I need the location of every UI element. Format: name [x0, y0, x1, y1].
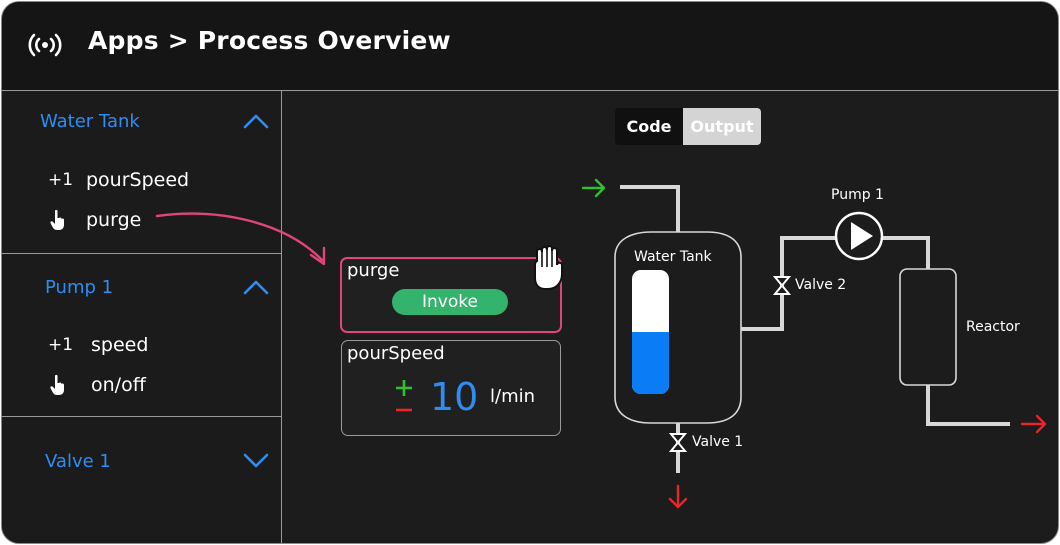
increment-indicator: +1 — [48, 170, 74, 190]
pointer-hand-icon — [49, 209, 67, 235]
grab-hand-icon — [528, 241, 570, 295]
sidebar-item-purge[interactable]: purge — [86, 209, 142, 231]
sidebar-item-on-off[interactable]: on/off — [91, 374, 146, 396]
chevron-down-icon[interactable] — [243, 452, 269, 472]
section-header-pump-1[interactable]: Pump 1 — [45, 277, 114, 298]
sidebar-item-speed[interactable]: speed — [91, 334, 149, 356]
pourspeed-value: 10 — [430, 375, 479, 419]
tank-label: Water Tank — [634, 249, 712, 265]
pourspeed-panel: pourSpeed 10 l/min — [341, 340, 561, 436]
purge-panel: purge Invoke — [340, 257, 562, 333]
section-divider — [2, 416, 281, 417]
purge-panel-title: purge — [347, 260, 400, 281]
pourspeed-panel-title: pourSpeed — [347, 343, 445, 364]
chevron-up-icon[interactable] — [243, 113, 269, 133]
page-title: Apps > Process Overview — [88, 26, 451, 55]
view-toggle: Code Output — [615, 108, 761, 145]
section-divider — [2, 253, 281, 254]
tab-code[interactable]: Code — [626, 117, 672, 136]
reactor-label: Reactor — [966, 319, 1020, 335]
increase-button[interactable] — [393, 377, 415, 403]
header-bar: Apps > Process Overview — [2, 2, 1058, 91]
valve-2-label: Valve 2 — [795, 277, 847, 293]
broadcast-icon — [28, 30, 62, 64]
chevron-up-icon[interactable] — [243, 279, 269, 299]
decrease-button[interactable] — [393, 401, 415, 420]
increment-indicator: +1 — [48, 335, 74, 355]
main-area: Code Output purge Invoke pourSpeed — [282, 91, 1058, 543]
sidebar: Water Tank +1 pourSpeed purge Pump 1 +1 … — [2, 91, 282, 543]
pourspeed-unit: l/min — [490, 386, 536, 407]
tab-output[interactable]: Output — [683, 108, 761, 145]
process-diagram — [581, 178, 1047, 509]
sidebar-item-pourspeed[interactable]: pourSpeed — [86, 169, 190, 191]
tank-level-gauge — [632, 270, 669, 394]
valve-1-label: Valve 1 — [692, 434, 744, 450]
section-header-water-tank[interactable]: Water Tank — [40, 111, 140, 132]
tank-level-fill — [632, 332, 669, 394]
invoke-button[interactable]: Invoke — [392, 289, 508, 315]
pump-label: Pump 1 — [831, 187, 884, 203]
section-header-valve-1[interactable]: Valve 1 — [45, 451, 111, 472]
pointer-hand-icon — [49, 374, 67, 400]
